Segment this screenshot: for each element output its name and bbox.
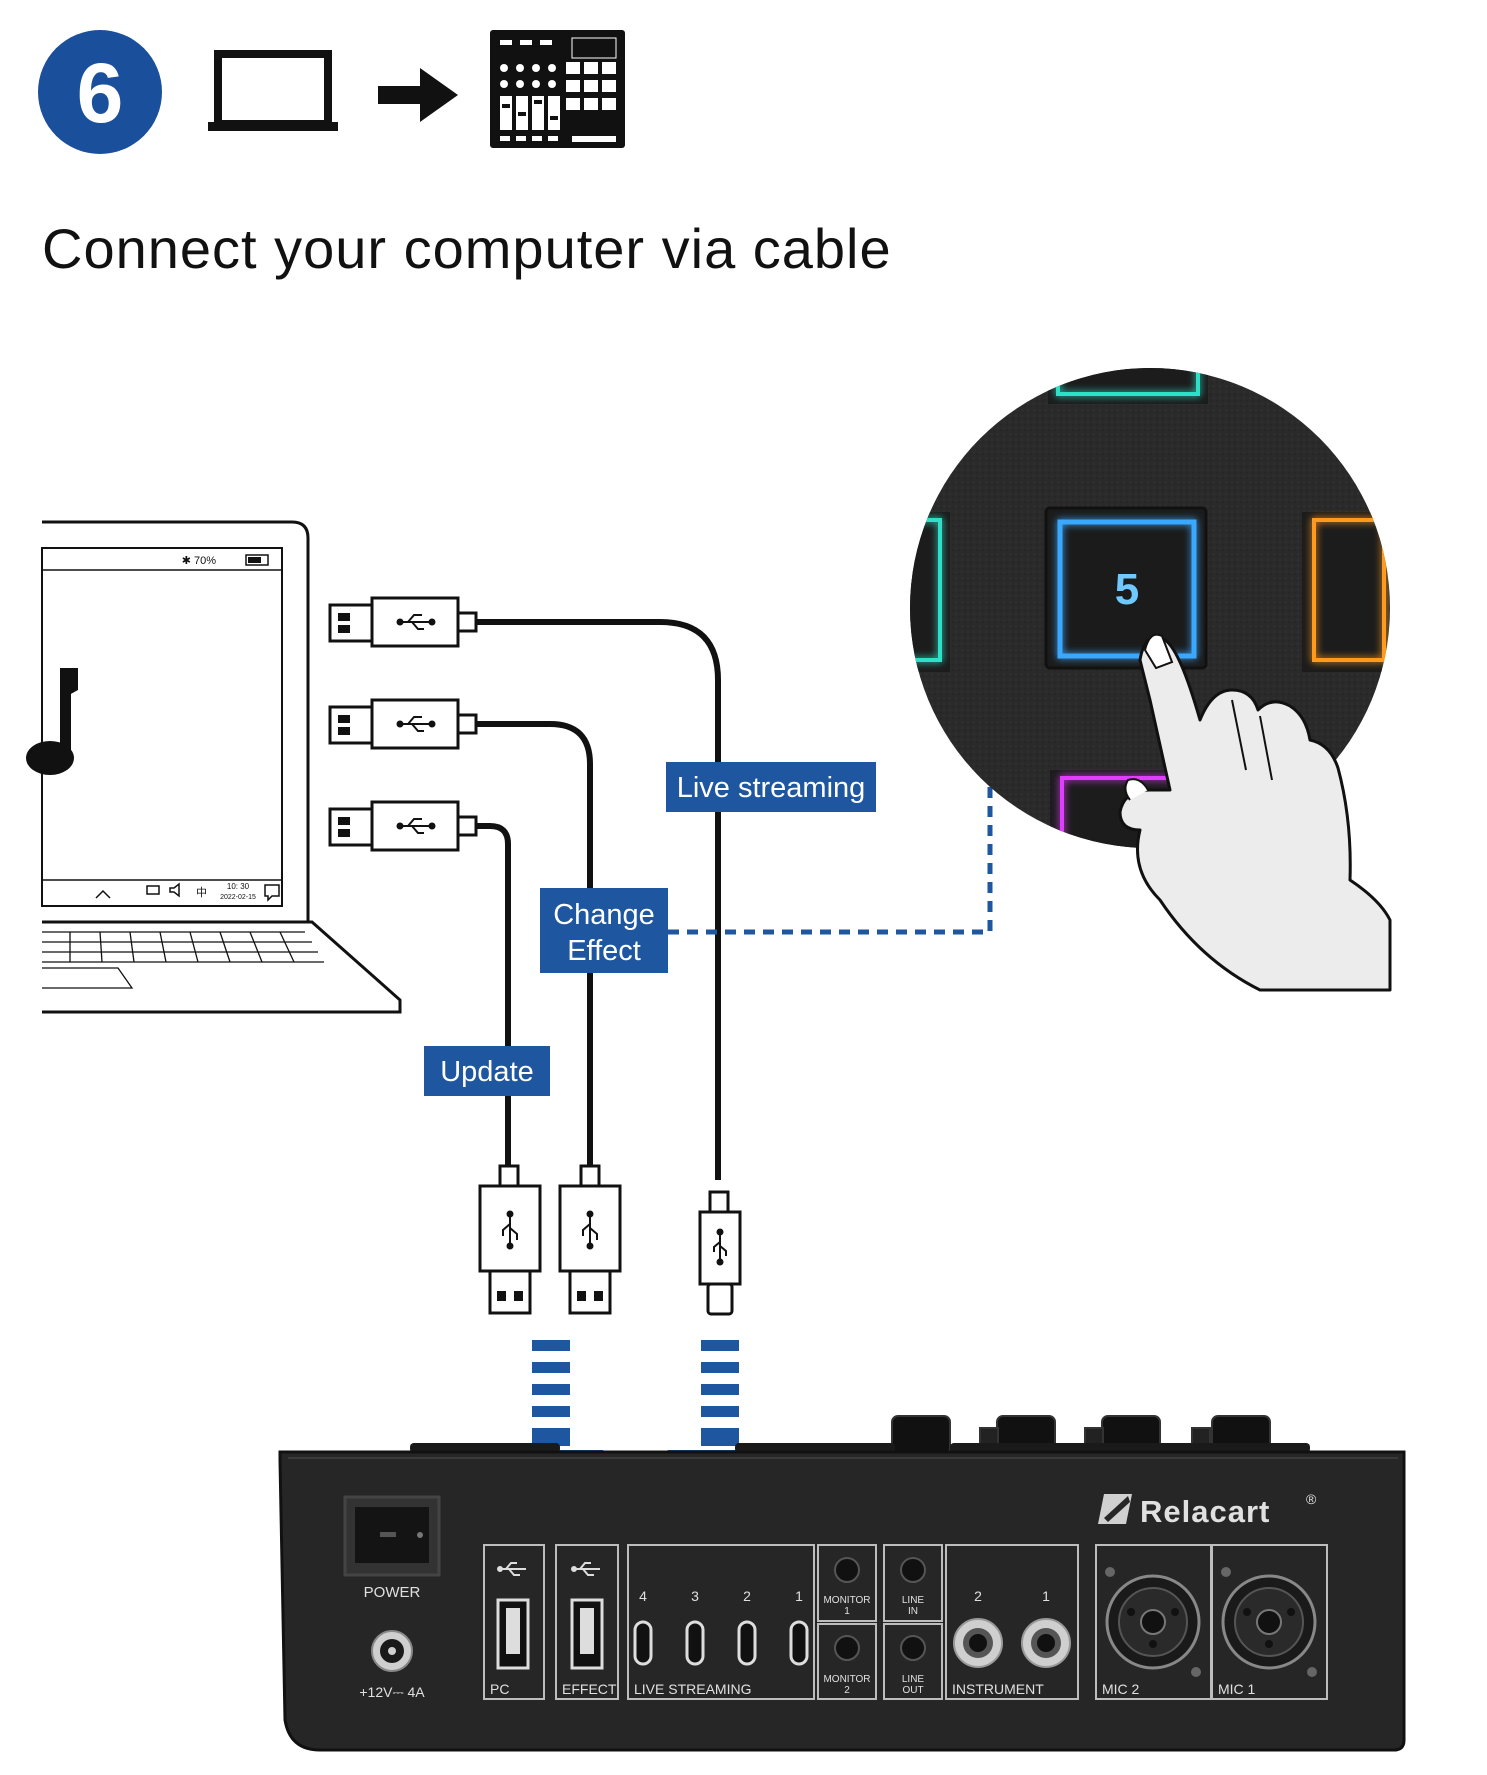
- ls-port-number: 1: [795, 1588, 803, 1604]
- pc-port-label: PC: [490, 1681, 509, 1697]
- relacart-logo-icon: [1098, 1494, 1132, 1524]
- brand-name: Relacart: [1140, 1494, 1270, 1529]
- usb-icon: [396, 716, 436, 732]
- usb-plug-change-effect: [328, 698, 478, 750]
- notification-icon: [264, 884, 280, 902]
- heading: Connect your computer via cable: [42, 217, 892, 280]
- line-out-jack[interactable]: [900, 1635, 926, 1661]
- line-in-sub: IN: [908, 1606, 918, 1617]
- instrument-jack-1[interactable]: [1021, 1618, 1071, 1668]
- monitor-1-label: MONITOR: [823, 1595, 870, 1606]
- instrument-jack-2[interactable]: [953, 1618, 1003, 1668]
- monitor-icon: [146, 885, 160, 895]
- usb-a-plug-effect: [558, 1164, 622, 1315]
- line-out-sub: OUT: [902, 1685, 923, 1696]
- usb-c-port-4[interactable]: [633, 1620, 653, 1666]
- clock-date: 2022-02-15: [220, 894, 256, 901]
- mic-2-jack[interactable]: [1105, 1567, 1201, 1677]
- usb-icon: [396, 818, 436, 834]
- mic-1-jack[interactable]: [1221, 1567, 1317, 1677]
- pad-5-label: 5: [1115, 565, 1139, 614]
- usb-icon: [582, 1210, 598, 1250]
- audio-interface: Relacart ® POWER +12V⎓ 4A: [278, 1415, 1406, 1752]
- power-jack[interactable]: [371, 1630, 413, 1672]
- label-live-streaming-text: Live streaming: [677, 772, 866, 804]
- label-change-effect: Change Effect: [540, 888, 668, 973]
- live-streaming-port-label: LIVE STREAMING: [634, 1681, 751, 1697]
- line-in-label: LINE: [902, 1595, 925, 1606]
- usb-icon: [502, 1210, 518, 1250]
- usb-a-plug-update: [478, 1164, 542, 1315]
- clock-time: 10: 30: [227, 882, 250, 891]
- usb-icon: [497, 1562, 526, 1576]
- ls-port-number: 3: [691, 1588, 699, 1604]
- hand-icon: [1118, 633, 1392, 992]
- speaker-icon: [169, 882, 180, 898]
- pad-5[interactable]: [1057, 519, 1197, 659]
- usb-cables: [475, 619, 721, 1180]
- monitor-2-number: 2: [844, 1685, 850, 1696]
- controller-icon: [490, 30, 625, 148]
- step-badge: [38, 30, 162, 154]
- mic-2-label: MIC 2: [1102, 1681, 1140, 1697]
- ime-indicator: 中: [196, 886, 207, 899]
- usb-icon: [571, 1562, 600, 1576]
- label-live-streaming: Live streaming: [666, 762, 876, 812]
- line-in-jack[interactable]: [900, 1557, 926, 1583]
- instrument-port-label: INSTRUMENT: [952, 1681, 1044, 1697]
- monitor-1-number: 1: [844, 1606, 850, 1617]
- usb-c-plug-live-streaming: [698, 1190, 742, 1316]
- laptop-illustration: ✱ 70% 中 10: 30 2022-02-15: [26, 520, 402, 1014]
- power-rating: +12V⎓ 4A: [359, 1684, 425, 1700]
- monitor-2-label: MONITOR: [823, 1674, 870, 1685]
- effect-port-label: EFFECT: [562, 1681, 617, 1697]
- registered-mark: ®: [1306, 1491, 1317, 1507]
- label-change-effect-line2: Effect: [567, 935, 641, 967]
- instrument-port-number: 2: [974, 1588, 982, 1604]
- label-update: Update: [424, 1046, 550, 1096]
- music-note-icon: [26, 668, 78, 775]
- usb-plug-update: [328, 800, 478, 852]
- monitor-1-jack[interactable]: [834, 1557, 860, 1583]
- laptop-icon: [208, 50, 338, 131]
- ls-port-number: 2: [743, 1588, 751, 1604]
- usb-c-port-1[interactable]: [789, 1620, 809, 1666]
- usb-plug-live-streaming: [328, 596, 478, 648]
- ls-port-number: 4: [639, 1588, 647, 1604]
- usb-icon: [396, 614, 436, 630]
- usb-icon: [713, 1228, 727, 1266]
- label-update-text: Update: [440, 1056, 534, 1088]
- battery-status: ✱ 70%: [182, 555, 217, 567]
- instrument-port-number: 1: [1042, 1588, 1050, 1604]
- label-change-effect-line1: Change: [553, 899, 655, 931]
- step-number: 6: [77, 46, 124, 140]
- power-label: POWER: [364, 1584, 421, 1601]
- usb-c-port-2[interactable]: [737, 1620, 757, 1666]
- monitor-2-jack[interactable]: [834, 1635, 860, 1661]
- battery-icon: [245, 554, 269, 566]
- dotted-connector: [668, 780, 993, 935]
- line-out-label: LINE: [902, 1674, 925, 1685]
- mic-1-label: MIC 1: [1218, 1681, 1256, 1697]
- usb-c-port-3[interactable]: [685, 1620, 705, 1666]
- arrow-right-icon: [378, 68, 458, 122]
